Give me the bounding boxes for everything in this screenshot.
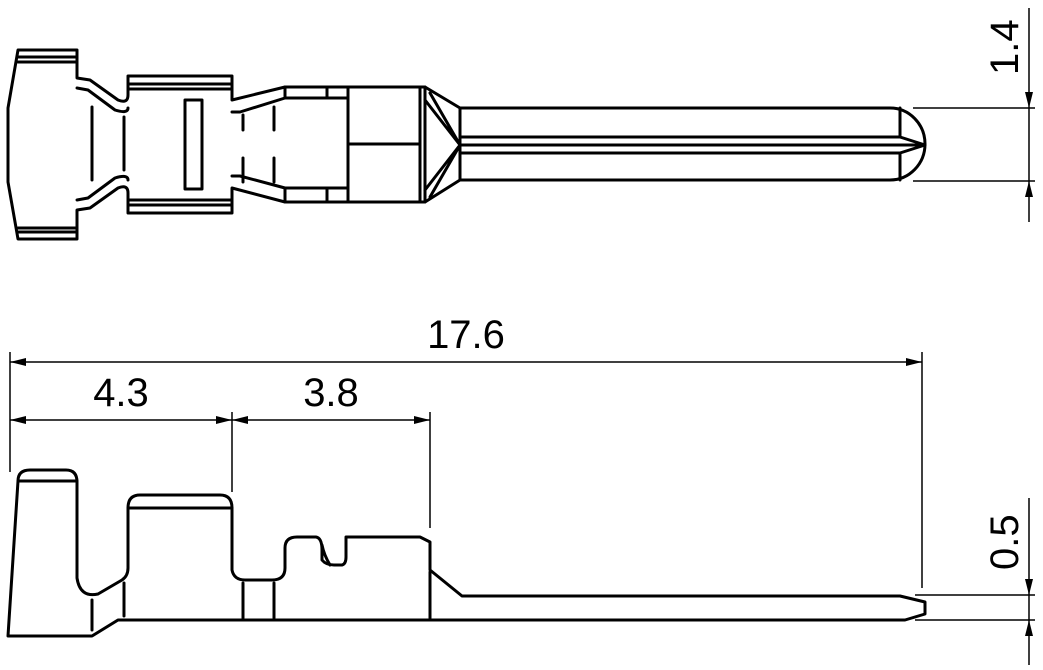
hidden-lines bbox=[90, 105, 276, 184]
dimension-label-wire-crimp: 3.8 bbox=[303, 371, 359, 415]
insulation-crimp-inner bbox=[75, 86, 287, 202]
top-view: 1.4 bbox=[6, 8, 1035, 241]
side-inner-lines bbox=[16, 479, 432, 632]
dimension-insulation-crimp: 4.3 bbox=[10, 371, 233, 492]
dimension-label-insulation-crimp: 4.3 bbox=[93, 371, 149, 415]
dimension-pin-thickness: 0.5 bbox=[915, 498, 1035, 665]
side-view: 17.6 4.3 3.8 0.5 bbox=[6, 313, 1035, 665]
dimension-label-pin-thickness: 0.5 bbox=[983, 514, 1027, 570]
dimension-wire-crimp: 3.8 bbox=[232, 371, 431, 528]
side-profile-outline bbox=[6, 468, 927, 638]
dimension-label-pin-width: 1.4 bbox=[983, 19, 1027, 75]
dimension-label-overall-length: 17.6 bbox=[427, 313, 505, 357]
barrel-lines bbox=[16, 55, 427, 234]
dimension-pin-width: 1.4 bbox=[913, 8, 1035, 222]
cone-lines bbox=[423, 91, 462, 199]
dimension-overall-length: 17.6 bbox=[9, 313, 923, 588]
pin-ridge-lines bbox=[458, 106, 927, 182]
inspection-slot bbox=[183, 98, 204, 191]
